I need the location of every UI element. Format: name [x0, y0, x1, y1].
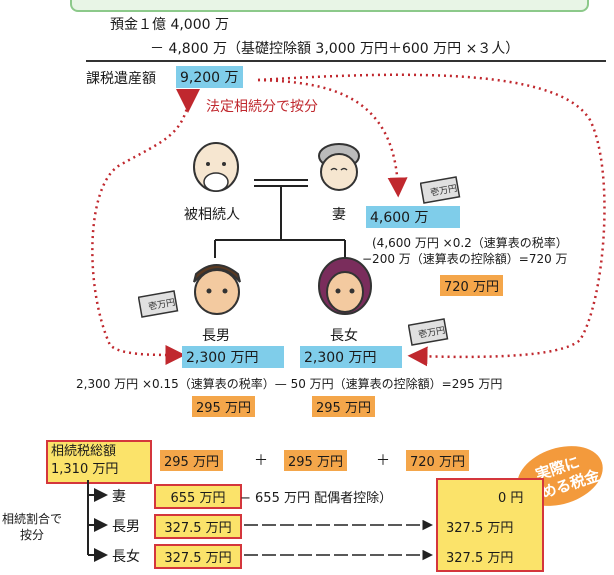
total-term-2: 295 万円 — [284, 450, 347, 471]
header-frame — [70, 0, 589, 12]
deceased-figure — [193, 142, 239, 192]
total-amount: 1,310 万円 — [51, 462, 119, 477]
wife-figure — [318, 143, 360, 191]
total-term-3: 720 万円 — [406, 450, 469, 471]
money-icon: 壱万円 — [408, 318, 449, 346]
wife-calc-line1: (4,600 万円 ×0.2（速算表の税率） — [372, 236, 568, 250]
split-row-wife-name: 妻 — [112, 489, 126, 505]
deceased-label: 被相続人 — [184, 207, 240, 223]
daughter-tax: 295 万円 — [312, 396, 375, 417]
wife-calc-line2: −200 万（速算表の控除額）=720 万 — [362, 252, 568, 266]
split-row-daughter-final: 327.5 万円 — [446, 551, 514, 566]
taxable-value: 9,200 万 — [176, 66, 243, 88]
split-row-son-name: 長男 — [112, 519, 140, 535]
split-row-son-final: 327.5 万円 — [446, 521, 514, 536]
children-formula: 2,300 万円 ×0.15（速算表の税率）— 50 万円（速算表の控除額）=2… — [76, 377, 503, 391]
total-label: 相続税総額 — [51, 444, 117, 459]
wife-label: 妻 — [332, 207, 346, 223]
daughter-share: 2,300 万円 — [300, 346, 402, 368]
wife-tax: 720 万円 — [440, 275, 503, 296]
money-icon: 壱万円 — [138, 290, 179, 318]
sum-divider — [86, 60, 606, 62]
final-tax-box — [436, 478, 544, 572]
son-share: 2,300 万円 — [182, 346, 284, 368]
plus-sign-2: ＋ — [376, 453, 390, 469]
split-row-wife-amount: 655 万円 — [154, 484, 242, 509]
taxable-label: 課税遺産額 — [86, 71, 156, 87]
daughter-label: 長女 — [330, 328, 358, 344]
split-label: 法定相続分で按分 — [206, 99, 318, 115]
total-term-1: 295 万円 — [160, 450, 223, 471]
money-icon: 壱万円 — [420, 176, 461, 204]
son-label: 長男 — [202, 328, 230, 344]
split-row-daughter-name: 長女 — [112, 549, 140, 565]
son-tax: 295 万円 — [192, 396, 255, 417]
deposit-line: 預金１億 4,000 万 — [110, 17, 229, 33]
daughter-figure — [318, 257, 372, 315]
wife-share: 4,600 万 — [366, 206, 460, 228]
son-figure — [193, 264, 241, 315]
split-row-wife-final: 0 円 — [498, 491, 524, 506]
split-caption-2: 按分 — [20, 528, 45, 542]
spouse-deduction-note: − 655 万円 配偶者控除） — [240, 491, 393, 506]
plus-sign-1: ＋ — [254, 453, 268, 469]
split-row-daughter-amount: 327.5 万円 — [154, 544, 242, 569]
split-row-son-amount: 327.5 万円 — [154, 514, 242, 539]
total-box: 相続税総額 1,310 万円 — [46, 440, 152, 484]
deduction-line: － 4,800 万（基礎控除額 3,000 万円＋600 万円 ×３人） — [150, 41, 520, 57]
split-caption-1: 相続割合で — [2, 512, 63, 526]
